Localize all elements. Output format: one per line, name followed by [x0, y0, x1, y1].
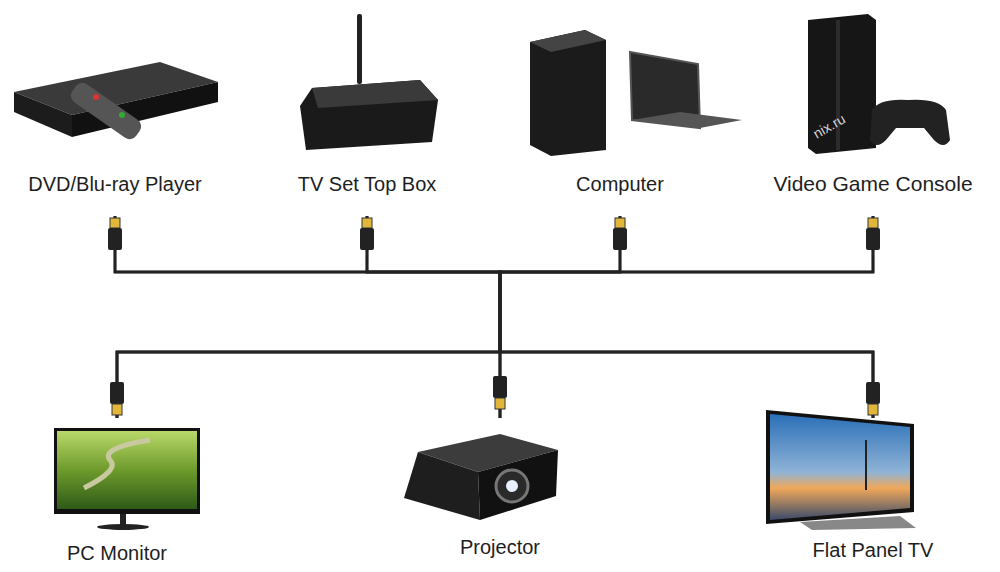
plug-body: [493, 376, 507, 398]
hdmi-plug: [493, 376, 507, 409]
monitor-foot: [97, 524, 149, 530]
hdmi-plug: [866, 218, 880, 250]
device-label: Video Game Console: [773, 172, 972, 196]
hdmi-cable: [115, 216, 500, 418]
tv-screen: [770, 414, 910, 520]
tv-bezel: [766, 410, 914, 524]
plug-tip: [868, 404, 878, 415]
console-body: [808, 14, 876, 154]
plug-body: [360, 228, 374, 250]
hdmi-cable: [367, 216, 873, 418]
hdmi-cable: [367, 216, 500, 418]
pc-tower-top: [530, 30, 606, 52]
hdmi-cable: [115, 216, 500, 418]
pc-tower: [530, 30, 606, 156]
hdmi-plug: [613, 218, 627, 250]
lens-light: [506, 480, 518, 492]
hdmi-cable: [500, 216, 873, 418]
tv-stand: [800, 516, 916, 530]
gamepad: [870, 100, 950, 145]
plug-tip: [495, 398, 505, 409]
computer-illustration: [530, 30, 742, 156]
device-node: Flat Panel TV: [763, 418, 983, 562]
tv-illustration: [766, 410, 916, 530]
game-console-illustration: [808, 14, 950, 154]
box-top: [312, 80, 438, 108]
remote-button: [119, 112, 125, 118]
hdmi-cable: [115, 216, 873, 418]
plug-tip: [112, 404, 122, 415]
plug-body: [108, 228, 122, 250]
projector-front: [478, 450, 558, 520]
device-node: Video Game Console: [748, 20, 998, 216]
hdmi-plug: [866, 382, 880, 415]
player-side: [14, 92, 72, 137]
device-label: TV Set Top Box: [298, 172, 437, 196]
plug-tip: [362, 218, 372, 228]
screen-road: [84, 440, 150, 488]
plug-tip: [615, 218, 625, 228]
set-top-box-illustration: [300, 14, 438, 150]
projector-illustration: [404, 434, 558, 520]
monitor-illustration: [54, 428, 200, 530]
hdmi-cable: [500, 216, 620, 418]
plug-body: [613, 228, 627, 250]
device-label: PC Monitor: [67, 541, 167, 565]
projector-side: [404, 452, 480, 520]
plug-tip: [110, 218, 120, 228]
device-label: DVD/Blu-ray Player: [28, 172, 201, 196]
hdmi-plug: [108, 218, 122, 250]
box-body: [300, 80, 438, 150]
hdmi-cable: [117, 216, 873, 418]
hdmi-cable: [500, 216, 873, 418]
device-node: PC Monitor: [37, 418, 197, 565]
plug-body: [866, 382, 880, 404]
monitor-bezel: [54, 428, 200, 514]
device-node: DVD/Blu-ray Player: [5, 20, 225, 216]
remote-button: [93, 94, 99, 100]
monitor-screen: [57, 431, 197, 509]
device-label: Flat Panel TV: [813, 538, 934, 562]
plug-body: [866, 228, 880, 250]
device-node: Computer: [515, 20, 725, 216]
hdmi-plug: [110, 382, 124, 415]
device-label: Projector: [460, 535, 540, 559]
device-node: TV Set Top Box: [262, 20, 472, 216]
dvd-player-illustration: [14, 62, 218, 142]
projector-lens: [496, 470, 528, 502]
hdmi-cable: [500, 216, 873, 418]
plug-body: [110, 382, 124, 404]
laptop-base: [632, 112, 742, 128]
plug-tip: [868, 218, 878, 228]
antenna: [357, 14, 362, 84]
device-label: Computer: [576, 172, 664, 196]
remote-control: [68, 80, 145, 143]
hdmi-plug: [360, 218, 374, 250]
device-node: Projector: [420, 418, 580, 559]
hdmi-cable: [117, 216, 620, 418]
sailboat-mast: [865, 440, 867, 490]
hdmi-cable: [117, 216, 500, 418]
